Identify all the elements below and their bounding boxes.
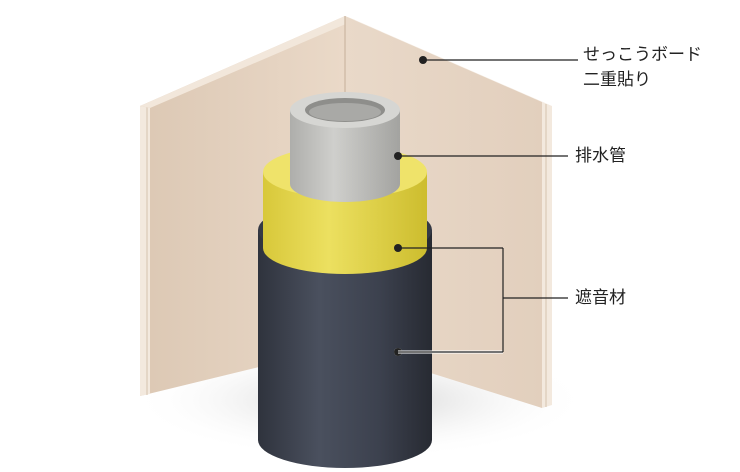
- label-gypsum-board-line2: 二重貼り: [583, 70, 651, 90]
- label-gypsum-board-line1: せっこうボード: [583, 45, 702, 65]
- leader-gypsum-board: [419, 56, 578, 64]
- leader-sound-insulation: [394, 244, 568, 356]
- label-sound-insulation: 遮音材: [575, 288, 626, 308]
- drain-pipe: [290, 92, 400, 202]
- label-gypsum-board: せっこうボード 二重貼り: [583, 43, 702, 93]
- leader-drain-pipe: [394, 152, 568, 160]
- label-drain-pipe: 排水管: [575, 146, 626, 166]
